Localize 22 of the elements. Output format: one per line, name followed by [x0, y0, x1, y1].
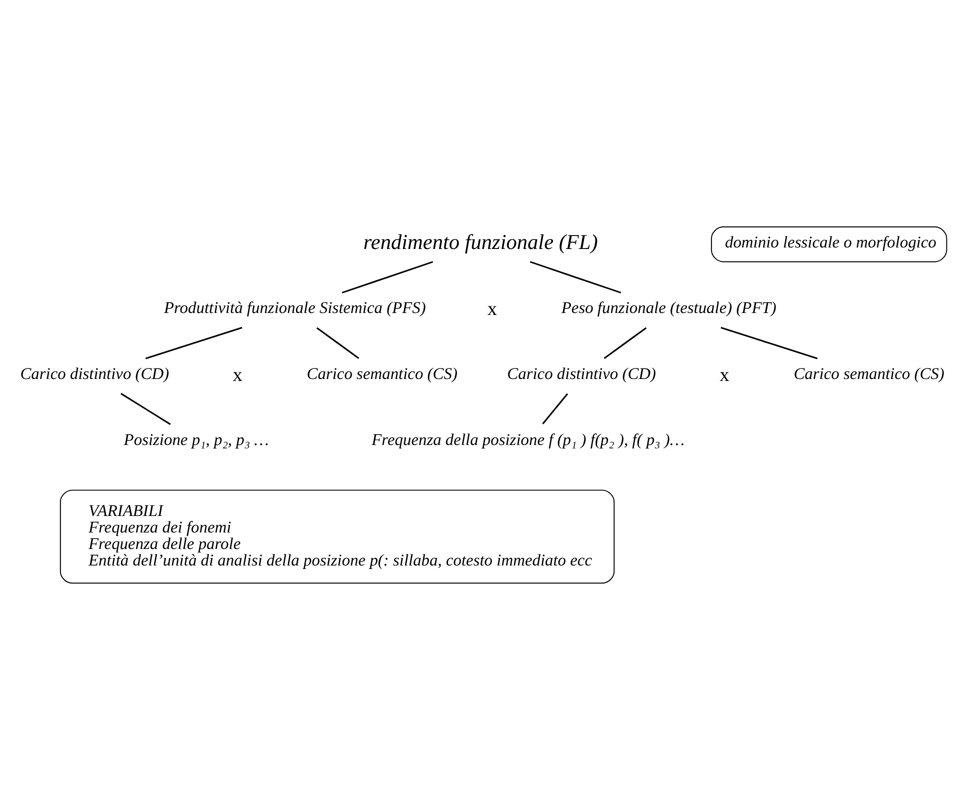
node-box: VARIABILI Frequenza dei fonemi Frequenza delle parole Entità dell’unità di analisi della posizione p(: sillaba, cotesto immediato ecc [60, 489, 615, 584]
connector [530, 260, 622, 293]
node-text: Carico semantico (CS) [306, 363, 458, 382]
connector [604, 326, 647, 358]
node-box: dominio lessicale o morfologico [710, 226, 948, 262]
node-text: Carico distintivo (CD) [507, 363, 656, 382]
node-text: Carico semantico (CS) [794, 363, 944, 382]
node-text: rendimento funzionale (FL) [363, 229, 598, 254]
node-text: Carico distintivo (CD) [20, 363, 170, 382]
connector [720, 326, 818, 359]
node-text: Frequenza della posizione f (p₁ ) f(p₂ ), f( p₃ )… [372, 429, 684, 448]
connector [342, 260, 434, 293]
node-text: Posizione p₁, p₂, p₃ … [124, 429, 269, 448]
connector [145, 326, 242, 359]
label: x [720, 364, 730, 386]
connector [316, 326, 360, 358]
label: x [487, 298, 498, 320]
connector [120, 392, 171, 424]
connector [542, 392, 568, 424]
node-text: Produttività funzionale Sistemica (PFS) [164, 298, 426, 317]
node-text: Peso funzionale (testuale) (PFT) [561, 298, 776, 317]
label: x [232, 364, 242, 386]
